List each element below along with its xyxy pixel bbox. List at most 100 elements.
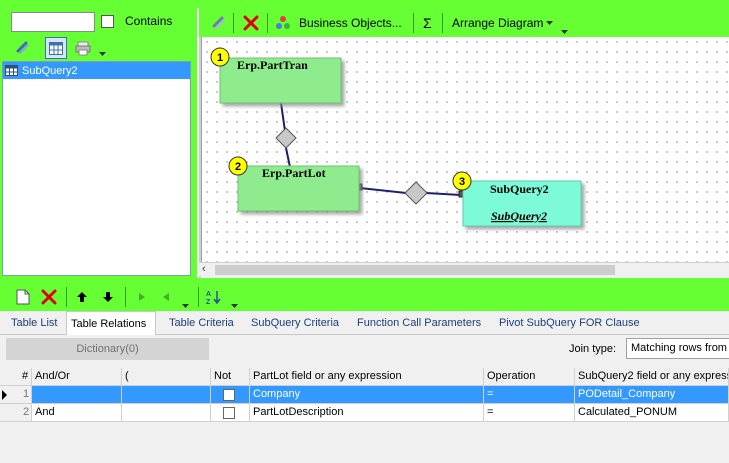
- separator: [125, 287, 126, 307]
- list-item[interactable]: SubQuery2: [3, 62, 190, 79]
- cell-and-or[interactable]: And: [32, 404, 122, 422]
- tab-function-call-parameters[interactable]: Function Call Parameters: [357, 317, 482, 329]
- row-number: 1: [23, 388, 30, 400]
- print-button[interactable]: [72, 37, 94, 59]
- node-box: [219, 57, 342, 104]
- relation-line: [359, 187, 407, 194]
- dropdown-arrow-icon[interactable]: [99, 48, 106, 60]
- table-view-button[interactable]: [45, 37, 67, 59]
- cell-right-field[interactable]: PODetail_Company: [575, 386, 729, 404]
- node-title: SubQuery2: [490, 182, 549, 196]
- subquery-node[interactable]: SubQuery2 SubQuery2 3: [452, 171, 582, 227]
- separator: [267, 13, 268, 33]
- node-subtitle[interactable]: SubQuery2: [491, 209, 547, 223]
- move-up-button[interactable]: [76, 286, 88, 308]
- divider: [0, 278, 729, 282]
- cell-paren[interactable]: [122, 404, 211, 422]
- contains-label: Contains: [125, 14, 173, 28]
- cell-and-or[interactable]: [32, 386, 122, 404]
- column-header-paren[interactable]: (: [122, 368, 211, 386]
- top-strip: [0, 0, 729, 8]
- diagram-canvas[interactable]: Erp.PartTran 1 Erp.PartLot 2 SubQuery2 S…: [201, 37, 729, 262]
- table-list: SubQuery2: [2, 61, 191, 276]
- relation-diamond[interactable]: [275, 127, 297, 149]
- tab-table-relations[interactable]: Table Relations: [66, 311, 156, 335]
- dropdown-arrow-icon[interactable]: [231, 300, 238, 312]
- delete-button[interactable]: [41, 286, 57, 308]
- cell-operation[interactable]: =: [484, 386, 575, 404]
- business-objects-label: Business Objects...: [299, 16, 402, 30]
- node-number-badge: [228, 156, 248, 176]
- sum-button[interactable]: Σ: [423, 12, 432, 34]
- new-button[interactable]: [16, 286, 30, 308]
- tab-table-list[interactable]: Table List: [11, 317, 58, 329]
- tab-table-criteria[interactable]: Table Criteria: [169, 317, 234, 329]
- diagram-toolbar: Business Objects... Σ Arrange Diagram: [199, 8, 729, 37]
- close-icon: [41, 289, 57, 305]
- table-row[interactable]: 1 Company = PODetail_Company: [0, 386, 729, 404]
- arrange-diagram-label: Arrange Diagram: [452, 16, 544, 30]
- not-checkbox[interactable]: [223, 407, 235, 419]
- column-header-not[interactable]: Not: [211, 368, 250, 386]
- node-title: Erp.PartLot: [262, 166, 326, 180]
- scroll-left-icon[interactable]: ‹: [202, 263, 206, 275]
- not-checkbox[interactable]: [223, 389, 235, 401]
- delete-button[interactable]: [243, 12, 259, 34]
- node-number: 1: [217, 52, 223, 64]
- splitter[interactable]: [199, 8, 201, 278]
- svg-text:A: A: [206, 291, 211, 298]
- cell-paren[interactable]: [122, 386, 211, 404]
- cell-operation[interactable]: =: [484, 404, 575, 422]
- column-header-num[interactable]: #: [0, 368, 32, 386]
- node-number-badge: [452, 171, 472, 191]
- arrange-diagram-button[interactable]: Arrange Diagram: [452, 12, 554, 34]
- cell-not[interactable]: [211, 404, 250, 422]
- tab-pivot-subquery[interactable]: Pivot SubQuery FOR Clause: [499, 317, 640, 329]
- arrow-right-icon: [139, 293, 145, 301]
- business-objects-button[interactable]: Business Objects...: [275, 12, 402, 34]
- column-header-right-field[interactable]: SubQuery2 field or any express: [575, 368, 729, 386]
- separator: [233, 13, 234, 33]
- dropdown-arrow-icon: [546, 20, 554, 25]
- table-node[interactable]: Erp.PartLot 2: [228, 156, 360, 212]
- node-box: [462, 180, 582, 227]
- node-number-badge: [210, 47, 230, 67]
- link-icon: [212, 16, 225, 29]
- column-header-left-field[interactable]: PartLot field or any expression: [250, 368, 484, 386]
- scrollbar-thumb[interactable]: [215, 265, 615, 275]
- move-down-button[interactable]: [102, 286, 114, 308]
- column-header-and-or[interactable]: And/Or: [32, 368, 122, 386]
- join-type-select[interactable]: Matching rows from: [626, 338, 729, 359]
- row-selector[interactable]: 1: [0, 386, 32, 404]
- sort-button[interactable]: A Z: [206, 286, 222, 308]
- link-button[interactable]: [12, 37, 34, 59]
- separator: [442, 13, 443, 33]
- tab-subquery-criteria[interactable]: SubQuery Criteria: [251, 317, 340, 329]
- arrow-up-icon: [77, 292, 87, 302]
- business-objects-icon: [276, 16, 290, 29]
- dictionary-button[interactable]: Dictionary(0): [6, 338, 209, 360]
- indent-left-button[interactable]: [160, 286, 172, 308]
- arrow-left-icon: [163, 293, 169, 301]
- row-selector[interactable]: 2: [0, 404, 32, 422]
- cell-left-field[interactable]: PartLotDescription: [250, 404, 484, 422]
- table-filter-input[interactable]: [11, 12, 95, 32]
- cell-left-field[interactable]: Company: [250, 386, 484, 404]
- column-header-operation[interactable]: Operation: [484, 368, 575, 386]
- horizontal-scrollbar[interactable]: ‹: [199, 262, 729, 276]
- cell-right-field[interactable]: Calculated_PONUM: [575, 404, 729, 422]
- table-node[interactable]: Erp.PartTran 1: [210, 47, 342, 104]
- table-row[interactable]: 2 And PartLotDescription = Calculated_PO…: [0, 404, 729, 422]
- node-title: Erp.PartTran: [237, 58, 308, 72]
- dropdown-arrow-icon[interactable]: [182, 300, 189, 312]
- arrow-down-icon: [103, 292, 113, 302]
- link-button[interactable]: [211, 12, 227, 34]
- separator: [66, 287, 67, 307]
- dropdown-arrow-icon[interactable]: [561, 26, 568, 38]
- table-icon: [5, 65, 18, 76]
- indent-right-button[interactable]: [136, 286, 148, 308]
- contains-checkbox[interactable]: [101, 15, 114, 28]
- row-number: 2: [23, 406, 30, 418]
- cell-not[interactable]: [211, 386, 250, 404]
- relation-diamond[interactable]: [404, 181, 428, 205]
